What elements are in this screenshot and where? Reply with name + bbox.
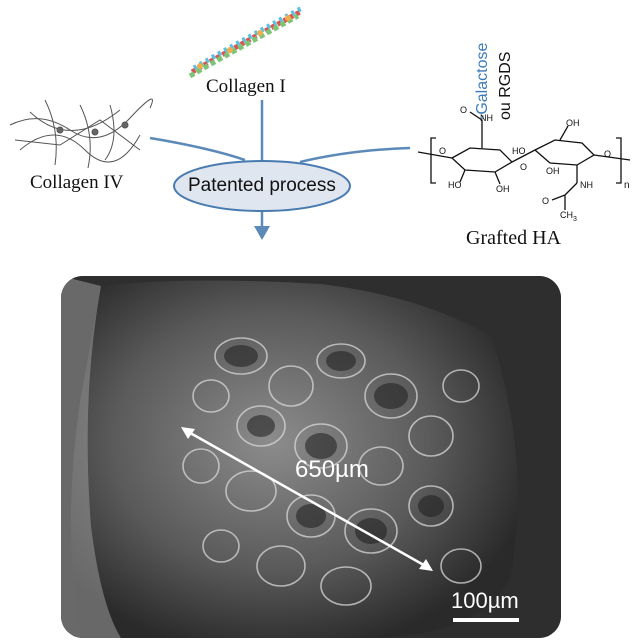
chem-atom-nh-top: NH: [480, 113, 493, 123]
chem-atom-o-link: O: [520, 162, 528, 172]
pore-dimension-arrow: [184, 428, 430, 570]
chem-atom-ch3-text: CH: [560, 210, 573, 220]
collagen-i-molecule-icon: [188, 5, 304, 79]
chem-atom-ho-right: HO: [512, 146, 526, 156]
sem-texture: [61, 276, 561, 638]
grafted-ha-label: Grafted HA: [466, 227, 561, 249]
arrow-from-collagen-iv: [149, 136, 246, 162]
collagen-i-label: Collagen I: [206, 76, 286, 97]
chem-atom-ch3: CH3: [560, 210, 577, 223]
collagen-iv-label: Collagen IV: [30, 172, 124, 193]
chem-atom-oh-left: OH: [496, 184, 510, 194]
process-label: Patented process: [188, 175, 336, 196]
pore-dimension-label: 650µm: [295, 456, 369, 483]
rgds-label: ou RGDS: [497, 51, 514, 120]
chem-atom-oh-top: OH: [566, 118, 580, 128]
chem-atom-nh-bottom: NH: [580, 180, 593, 190]
chem-atom-o-acetyl: O: [542, 196, 550, 206]
scale-bar-line: [453, 618, 519, 622]
grafted-ha-structure-icon: [417, 111, 631, 210]
chem-atom-o-right: O: [604, 149, 612, 159]
arrow-from-grafted-ha: [299, 146, 411, 164]
collagen-iv-network-icon: [9, 98, 153, 169]
chem-atom-ho: HO: [448, 180, 462, 190]
sem-micrograph: 650µm 100µm: [61, 276, 561, 638]
arrow-head-down: [254, 226, 270, 240]
chem-subscript-n: n: [624, 180, 630, 191]
scale-bar-label: 100µm: [451, 588, 519, 613]
chem-atom-o-carboxyl: O: [460, 105, 468, 115]
process-ellipse: [173, 160, 351, 212]
galactose-label: -Galactose: [474, 42, 491, 120]
chem-atom-oh-bottom: OH: [546, 166, 560, 176]
chem-atom-o-left: O: [439, 146, 447, 156]
